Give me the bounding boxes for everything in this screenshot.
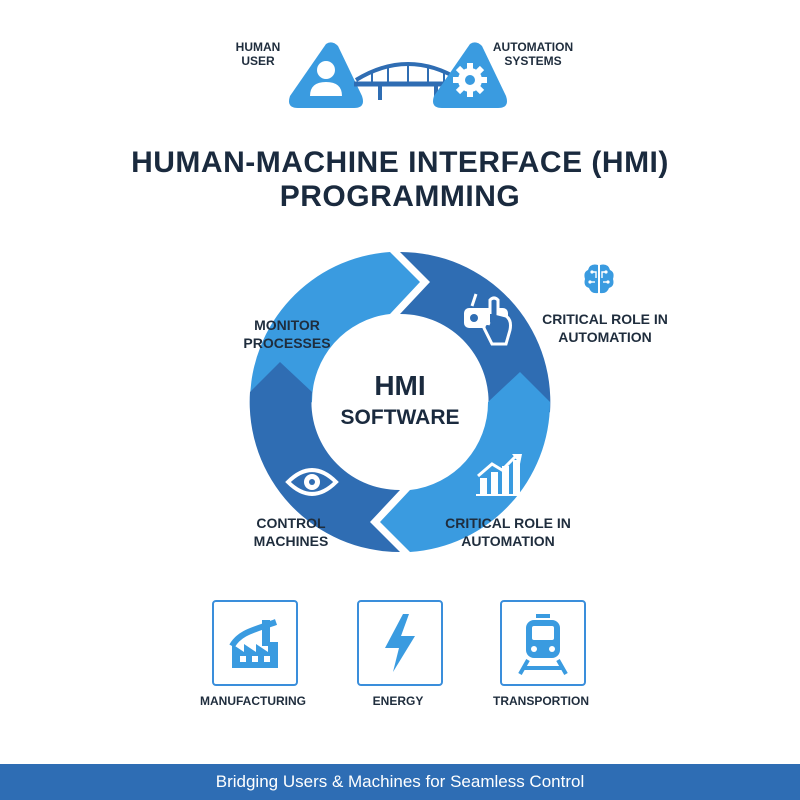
header-graphic [289, 42, 507, 108]
eye-icon [285, 468, 339, 496]
lightning-icon [385, 614, 415, 672]
gear-icon [433, 42, 507, 108]
industry-label-transportation: TRANSPORTION [493, 694, 589, 708]
factory-icon [229, 619, 278, 668]
industry-label-manufacturing: MANUFACTURING [200, 694, 306, 708]
brain-circuit-icon [584, 264, 614, 294]
industry-box-energy [357, 600, 443, 686]
cycle-segment-control [249, 362, 400, 553]
cycle-center-subtitle: SOFTWARE [340, 406, 460, 429]
footer-banner: Bridging Users & Machines for Seamless C… [0, 764, 800, 800]
train-icon [518, 614, 568, 675]
industry-box-transportation [500, 600, 586, 686]
user-icon [289, 42, 363, 108]
page-title: HUMAN-MACHINE INTERFACE (HMI) [131, 146, 669, 179]
industry-label-energy: ENERGY [372, 694, 424, 708]
page-subtitle: PROGRAMMING [279, 180, 521, 213]
cycle-segment-critical-bottom [380, 372, 551, 552]
cycle-center-title: HMI [374, 370, 426, 401]
growth-chart-icon [476, 454, 524, 496]
hmi-cycle-diagram [249, 251, 551, 553]
touch-control-icon [464, 293, 512, 346]
industry-box-manufacturing [212, 600, 298, 686]
